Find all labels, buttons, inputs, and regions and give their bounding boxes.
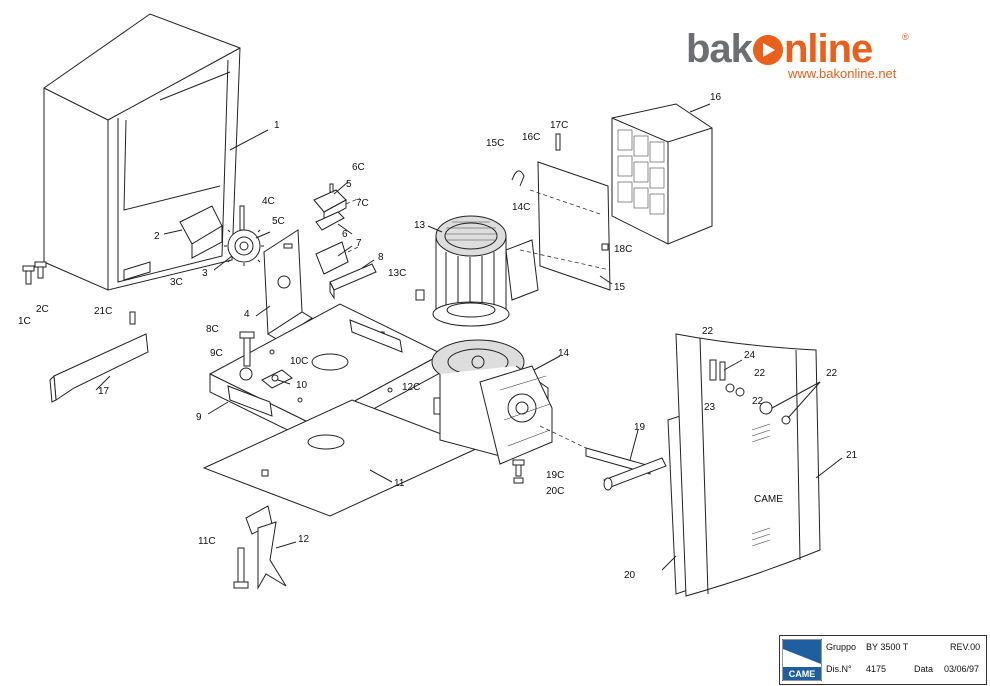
label-22-lock: 22 (752, 396, 764, 407)
part-back-panel (511, 133, 611, 291)
label-24: 24 (744, 350, 756, 361)
label-14: 14 (558, 348, 570, 359)
label-8: 8 (378, 252, 384, 263)
label-6c: 6C (352, 162, 365, 173)
label-16c: 16C (522, 132, 540, 143)
came-logo-icon: CAME (782, 639, 822, 681)
label-2c: 2C (36, 304, 49, 315)
label-19c: 19C (546, 470, 564, 481)
revision: REV.00 (950, 642, 981, 652)
logo-wordmark: bak nline (686, 27, 873, 71)
label-1: 1 (274, 120, 280, 131)
label-17c: 17C (550, 120, 568, 131)
logo-url[interactable]: www.bakonline.net (788, 66, 897, 81)
label-3: 3 (202, 268, 208, 279)
label-19: 19 (634, 422, 646, 433)
label-13: 13 (414, 220, 426, 231)
label-20c: 20C (546, 486, 564, 497)
came-logo-text: CAME (789, 669, 816, 679)
label-9: 9 (196, 412, 202, 423)
label-4c: 4C (262, 196, 275, 207)
drawing-title-block: CAME Gruppo BY 3500 T REV.00 Dis.N° 4175… (779, 635, 987, 685)
label-7c: 7C (356, 198, 369, 209)
part-gear-assembly (179, 205, 271, 266)
registered-icon: ® (902, 32, 909, 42)
part-number-labels: 1 2 3 4 5 6 7 8 9 10 11 12 13 14 15 16 1… (18, 92, 858, 581)
date-value: 03/06/97 (944, 664, 980, 674)
label-15c: 15C (486, 138, 504, 149)
label-22-mid: 22 (754, 368, 766, 379)
drawing-number-label: Dis.N° (826, 664, 852, 674)
label-5: 5 (346, 179, 352, 190)
label-1c: 1C (18, 316, 31, 327)
label-12: 12 (298, 534, 310, 545)
group-value: BY 3500 T (866, 642, 909, 652)
leader-lines (95, 103, 843, 571)
logo-text-right: nline (783, 27, 873, 71)
part-release-key (539, 425, 667, 491)
label-10c: 10C (290, 356, 308, 367)
label-18c: 18C (614, 244, 632, 255)
logo-text-left: bak (686, 27, 753, 71)
label-16: 16 (710, 92, 722, 103)
label-17: 17 (98, 386, 110, 397)
part-brackets-5-8 (313, 183, 377, 300)
label-5c: 5C (272, 216, 285, 227)
label-20: 20 (624, 570, 636, 581)
label-6: 6 (342, 229, 348, 240)
label-15: 15 (614, 282, 626, 293)
part-control-box (601, 103, 713, 251)
part-gearbox (431, 339, 553, 465)
label-14c: 14C (512, 202, 530, 213)
label-21: 21 (846, 450, 858, 461)
part-anchor-bracket (233, 505, 287, 590)
label-8c: 8C (206, 324, 219, 335)
group-label: Gruppo (826, 642, 857, 652)
label-12c: 12C (402, 382, 420, 393)
label-23: 23 (704, 402, 716, 413)
label-13c: 13C (388, 268, 406, 279)
label-22-right: 22 (826, 368, 838, 379)
part-bolts-plate (239, 331, 293, 389)
bakonline-logo[interactable]: bak nline ® www.bakonline.net (686, 28, 966, 88)
label-11: 11 (394, 478, 405, 489)
label-4: 4 (244, 309, 250, 320)
label-3c: 3C (170, 277, 183, 288)
part-vertical-plate (263, 229, 313, 341)
panel-brand-mark: CAME (754, 494, 783, 505)
label-7: 7 (356, 238, 362, 249)
date-label: Data (914, 664, 934, 674)
part-screws-1c-2c (22, 261, 47, 285)
part-lock-fittings (709, 359, 791, 425)
drawing-number: 4175 (866, 664, 887, 674)
label-22-top: 22 (702, 326, 714, 337)
part-bottom-sheet (202, 399, 480, 517)
part-screws-19c-20c (512, 459, 525, 484)
label-9c: 9C (210, 348, 223, 359)
label-21c: 21C (94, 306, 112, 317)
arrow-circle-icon (752, 35, 783, 65)
part-motor (415, 215, 539, 327)
label-11c: 11C (198, 536, 216, 547)
label-10: 10 (296, 380, 308, 391)
part-lever-handle (49, 311, 149, 403)
part-front-door: CAME (675, 333, 821, 597)
label-2: 2 (154, 231, 160, 242)
